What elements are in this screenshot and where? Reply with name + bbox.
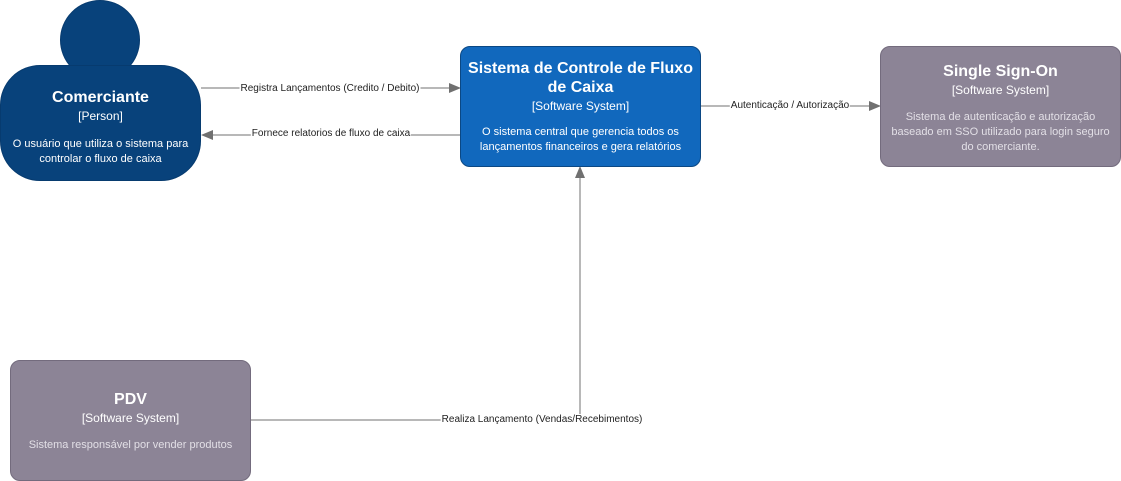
node-title: Single Sign-On (943, 63, 1058, 80)
node-type: [Software System] (951, 83, 1050, 97)
system-pdv[interactable]: PDV [Software System] Sistema responsáve… (10, 360, 251, 481)
edge-realiza-line (251, 166, 585, 421)
node-type: [Software System] (81, 411, 180, 425)
edge-label-fornece: Fornece relatorios de fluxo de caixa (250, 128, 412, 140)
system-controle-fluxo-caixa[interactable]: Sistema de Controle de Fluxo de Caixa [S… (460, 46, 701, 167)
node-title: Comerciante (52, 89, 149, 106)
node-description: O usuário que utiliza o sistema para con… (12, 138, 189, 165)
node-type: [Software System] (531, 99, 630, 113)
edge-label-realiza: Realiza Lançamento (Vendas/Recebimentos) (440, 414, 644, 426)
system-single-sign-on[interactable]: Single Sign-On [Software System] Sistema… (880, 46, 1121, 167)
edge-label-registra: Registra Lançamentos (Credito / Debito) (239, 83, 421, 95)
node-description: Sistema responsável por vender produtos (28, 439, 233, 451)
node-type: [Person] (78, 109, 123, 123)
node-title: PDV (114, 391, 147, 408)
node-description: Sistema de autenticação e autorização ba… (891, 111, 1110, 153)
edge-label-autenticacao: Autenticação / Autorização (729, 100, 851, 112)
node-description: O sistema central que gerencia todos os … (479, 126, 682, 153)
person-body: Comerciante [Person] O usuário que utili… (0, 65, 201, 181)
node-title: Sistema de Controle de Fluxo de Caixa (468, 60, 693, 96)
